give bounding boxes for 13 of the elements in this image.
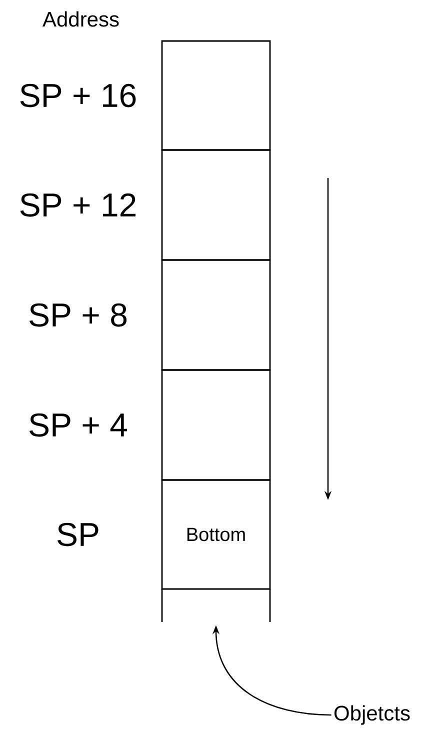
stack-cell xyxy=(161,149,271,261)
address-label: SP + 12 xyxy=(20,193,136,217)
address-label: SP + 4 xyxy=(30,413,127,437)
column-heading: Address xyxy=(42,11,119,27)
stack-cell xyxy=(161,40,271,151)
address-label: SP + 16 xyxy=(20,84,136,108)
address-label: SP xyxy=(58,522,98,546)
stack-cell: Bottom xyxy=(161,479,271,590)
stack-cell xyxy=(161,259,271,371)
open-stack-slot xyxy=(161,588,271,623)
address-label: SP + 8 xyxy=(30,303,127,327)
stack-cell xyxy=(161,369,271,481)
objects-label: Objetcts xyxy=(334,705,410,725)
